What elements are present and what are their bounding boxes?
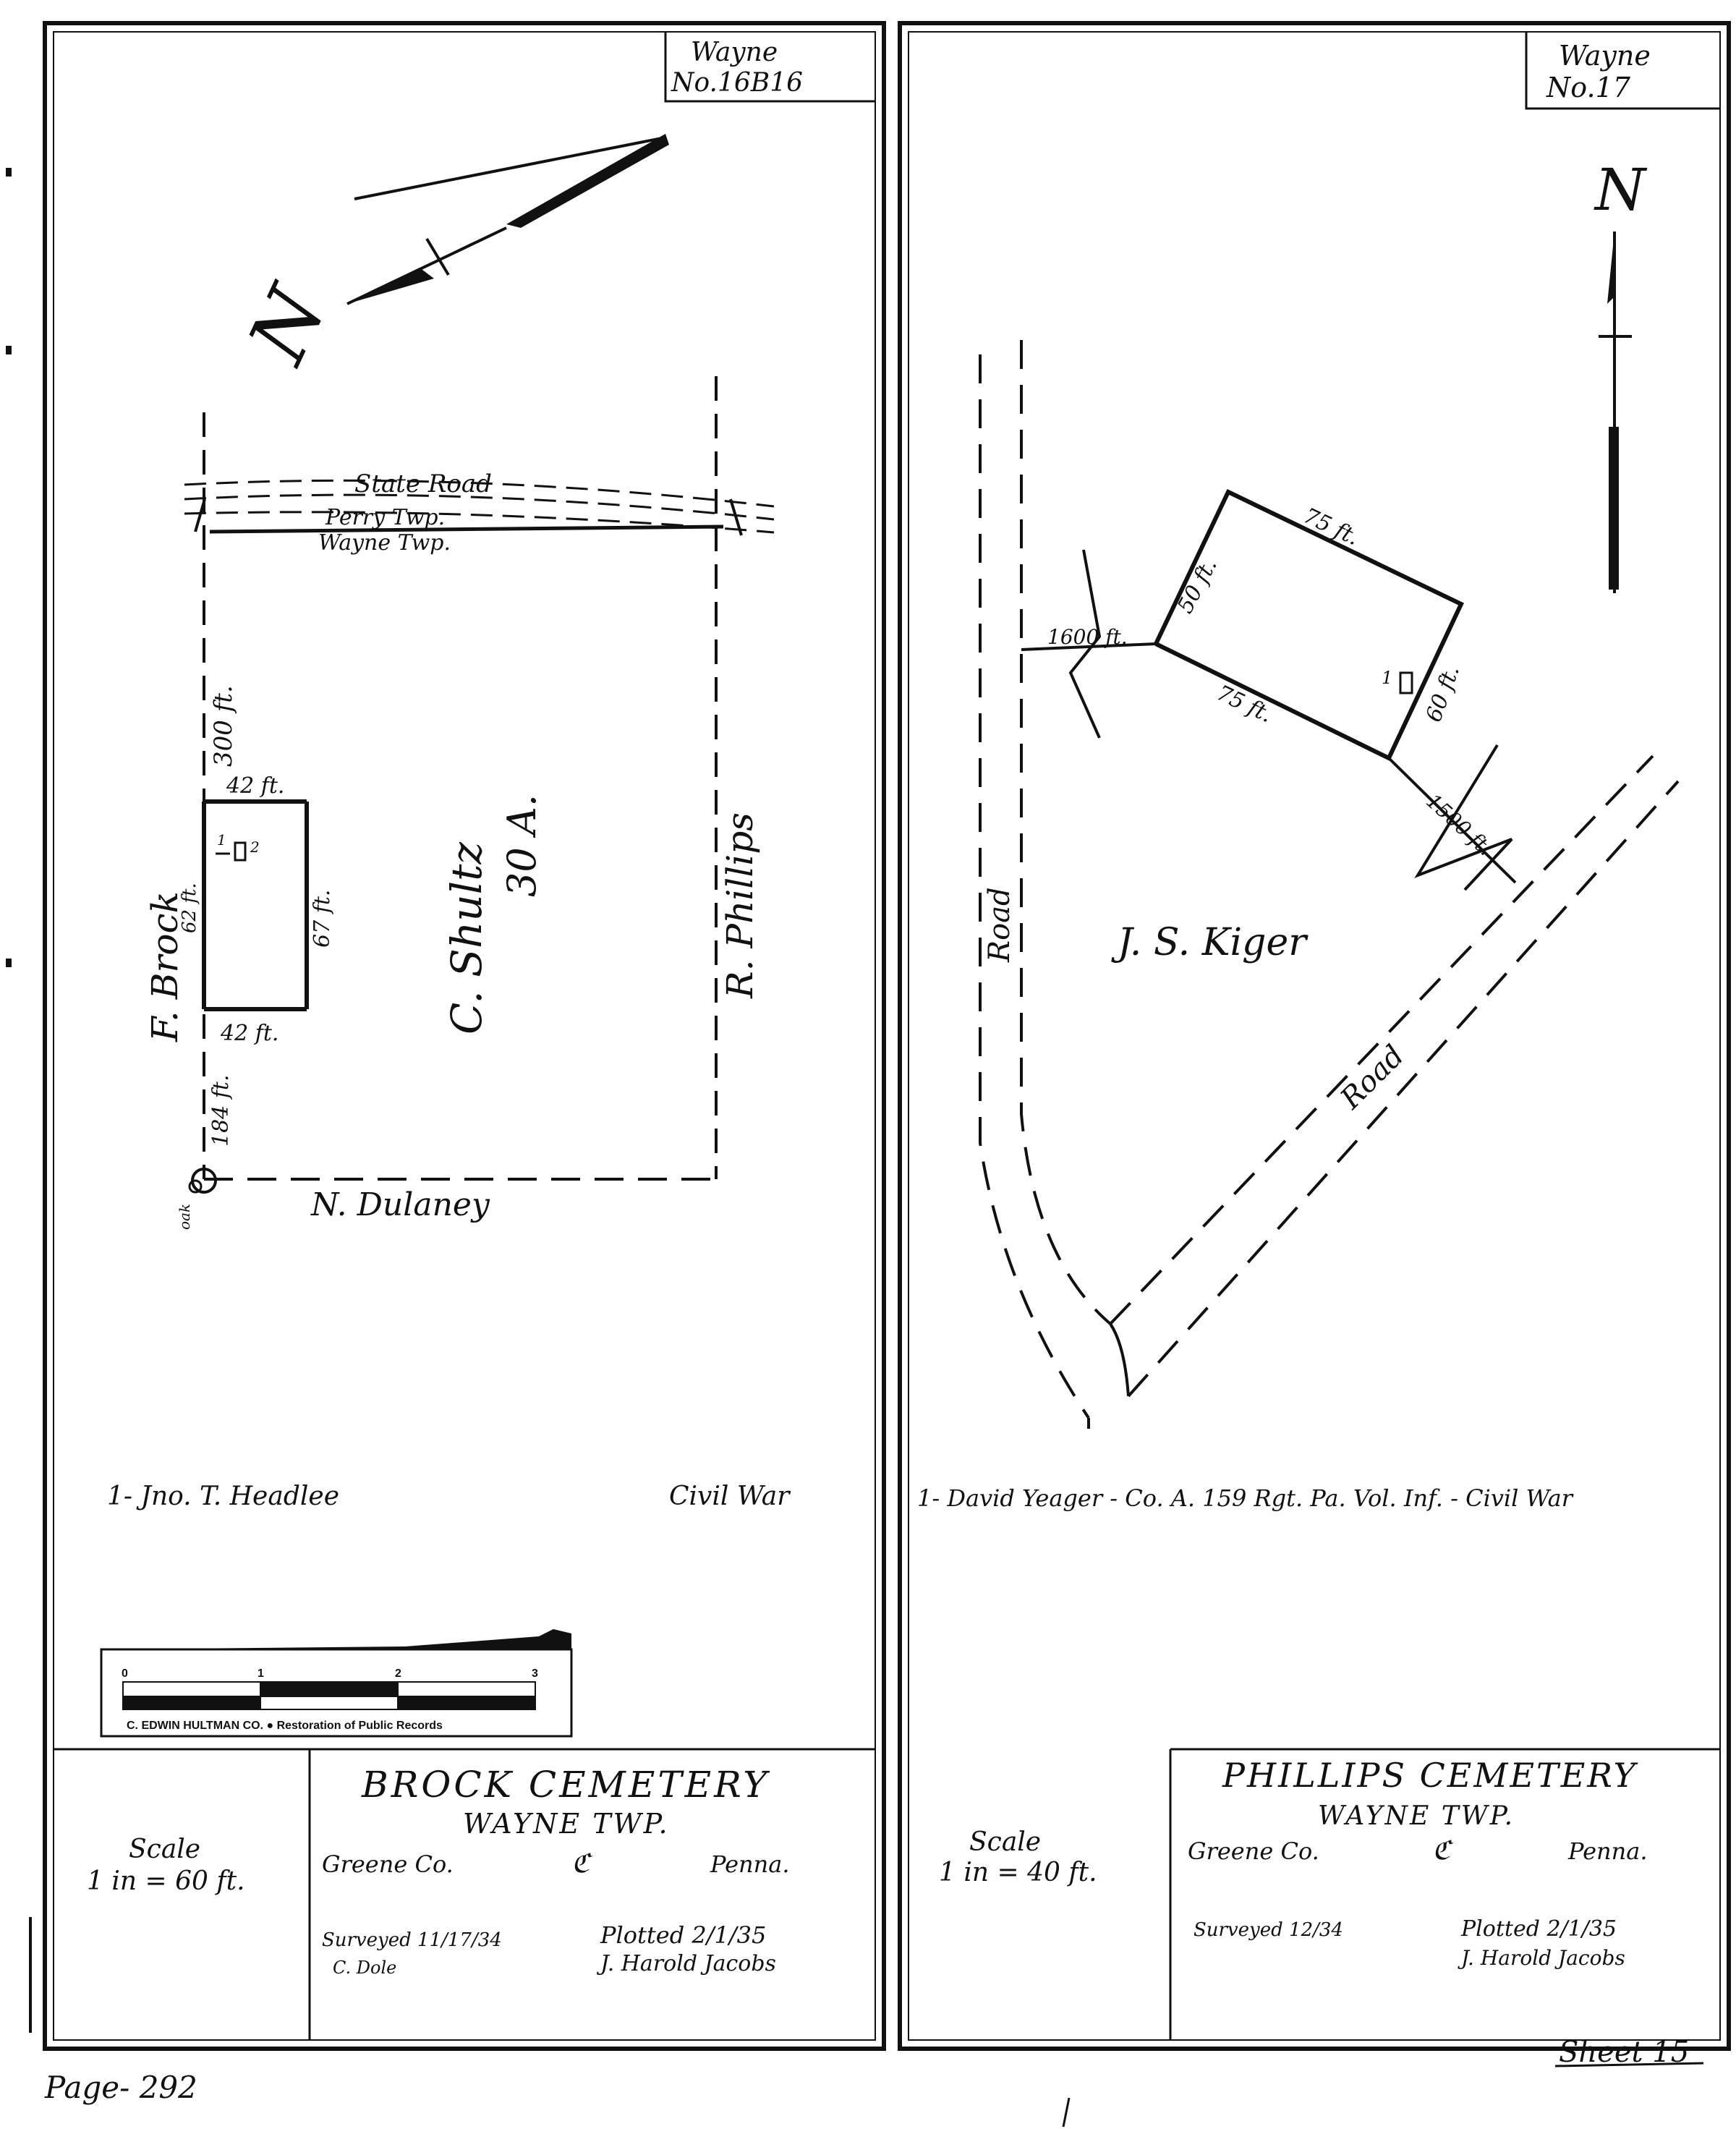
right-north-arrow bbox=[1599, 231, 1632, 593]
svg-text:1: 1 bbox=[1382, 668, 1392, 688]
svg-text:0: 0 bbox=[122, 1667, 128, 1680]
svg-text:Penna.: Penna. bbox=[710, 1850, 790, 1878]
dist-184-label: 184 ft. bbox=[208, 1075, 234, 1147]
road-left bbox=[979, 340, 1112, 1429]
svg-text:No.17: No.17 bbox=[1546, 72, 1631, 103]
grave-marker-1 bbox=[216, 841, 247, 862]
right-title-block: Scale 1 in = 40 ft. PHILLIPS CEMETERY WA… bbox=[939, 1748, 1720, 2040]
dist-42-top-label: 42 ft. bbox=[226, 773, 284, 799]
right-tag-box: Wayne No.17 bbox=[1525, 32, 1720, 110]
svg-text:Wayne: Wayne bbox=[691, 38, 778, 67]
svg-text:Greene Co.: Greene Co. bbox=[1188, 1837, 1319, 1865]
svg-text:WAYNE TWP.: WAYNE TWP. bbox=[1318, 1801, 1515, 1831]
neighbor-shultz-label: C. Shultz bbox=[442, 842, 491, 1034]
scale-bar: 0 1 2 3 C. EDWIN HULTMAN CO. ● Restorati… bbox=[100, 1629, 573, 1738]
tie-line-road-2 bbox=[1387, 744, 1517, 891]
dist-1600-label: 1600 ft. bbox=[1047, 625, 1128, 649]
page-number: Page- 292 bbox=[44, 2070, 197, 2105]
shultz-property-boundary bbox=[203, 376, 718, 1181]
svg-text:C. EDWIN HULTMAN CO. ● Resto: C. EDWIN HULTMAN CO. ● Restoration of Pu… bbox=[127, 1720, 443, 1732]
dist-300-label: 300 ft. bbox=[209, 685, 238, 767]
left-burial-record: 1- Jno. T. Headlee bbox=[107, 1482, 339, 1511]
left-war-label: Civil War bbox=[669, 1482, 791, 1511]
svg-text:Surveyed 12/34: Surveyed 12/34 bbox=[1194, 1919, 1343, 1941]
svg-text:Plotted 2/1/35: Plotted 2/1/35 bbox=[600, 1921, 766, 1949]
right-north-label: N bbox=[1594, 156, 1648, 224]
svg-text:Surveyed 11/17/34: Surveyed 11/17/34 bbox=[322, 1929, 502, 1951]
road-right bbox=[1109, 755, 1680, 1398]
svg-text:1: 1 bbox=[258, 1667, 264, 1680]
acreage-label: 30 A. bbox=[499, 794, 545, 897]
right-burial-record: 1- David Yeager - Co. A. 159 Rgt. Pa. Vo… bbox=[917, 1484, 1574, 1512]
svg-text:ℭ: ℭ bbox=[571, 1849, 593, 1879]
left-tag-box: Wayne No.16B16 bbox=[664, 32, 875, 103]
left-title-block: Scale 1 in = 60 ft. BROCK CEMETERY WAYNE… bbox=[54, 1748, 875, 2040]
grave-marker-1 bbox=[1399, 671, 1413, 694]
left-cemetery-name: BROCK CEMETERY bbox=[361, 1764, 770, 1806]
svg-text:1: 1 bbox=[217, 831, 226, 849]
state-road-label: State Road bbox=[354, 469, 492, 498]
dist-67-label: 67 ft. bbox=[310, 890, 335, 948]
svg-text:J. Harold Jacobs: J. Harold Jacobs bbox=[596, 1951, 776, 1976]
svg-text:Greene Co.: Greene Co. bbox=[322, 1850, 454, 1878]
svg-text:1 in = 40 ft.: 1 in = 40 ft. bbox=[939, 1858, 1097, 1887]
brock-cemetery-plot bbox=[202, 799, 309, 1011]
svg-text:No.16B16: No.16B16 bbox=[671, 68, 803, 98]
tie-line-road bbox=[1021, 549, 1157, 739]
perry-twp-label: Perry Twp. bbox=[325, 505, 445, 530]
svg-text:2: 2 bbox=[395, 1667, 401, 1680]
neighbor-dulaney-label: N. Dulaney bbox=[310, 1186, 490, 1223]
svg-text:Plotted 2/1/35: Plotted 2/1/35 bbox=[1460, 1916, 1617, 1942]
neighbor-phillips-label: R. Phillips bbox=[719, 812, 761, 999]
svg-text:3: 3 bbox=[532, 1667, 538, 1680]
state-road bbox=[184, 479, 775, 536]
svg-text:Scale: Scale bbox=[969, 1827, 1041, 1857]
margin-marks bbox=[6, 168, 32, 2033]
svg-text:Penna.: Penna. bbox=[1567, 1837, 1648, 1865]
left-north-arrow bbox=[346, 134, 669, 305]
svg-text:ℭ: ℭ bbox=[1432, 1836, 1454, 1866]
right-cemetery-name: PHILLIPS CEMETERY bbox=[1222, 1756, 1639, 1795]
left-panel: Wayne No.16B16 N State Road Per bbox=[43, 21, 886, 2051]
oak-label: oak bbox=[176, 1204, 193, 1230]
phillips-cemetery-plot bbox=[1154, 488, 1464, 762]
dist-62-label: 62 ft. bbox=[179, 883, 200, 933]
owner-kiger-label: J. S. Kiger bbox=[1111, 921, 1309, 964]
svg-text:J. Harold Jacobs: J. Harold Jacobs bbox=[1458, 1946, 1625, 1970]
dist-42-bottom-label: 42 ft. bbox=[220, 1021, 278, 1046]
svg-text:Wayne: Wayne bbox=[1559, 40, 1651, 72]
oak-tree-icon bbox=[188, 1168, 217, 1194]
neighbor-brock-label: F. Brock bbox=[144, 891, 186, 1042]
svg-text:1 in = 60 ft.: 1 in = 60 ft. bbox=[87, 1866, 245, 1896]
svg-text:WAYNE TWP.: WAYNE TWP. bbox=[463, 1808, 670, 1840]
svg-text:Scale: Scale bbox=[129, 1835, 200, 1864]
svg-text:2: 2 bbox=[250, 838, 260, 856]
wayne-twp-label: Wayne Twp. bbox=[318, 530, 451, 556]
road-left-label: Road bbox=[983, 887, 1016, 963]
svg-text:C. Dole: C. Dole bbox=[333, 1958, 396, 1978]
